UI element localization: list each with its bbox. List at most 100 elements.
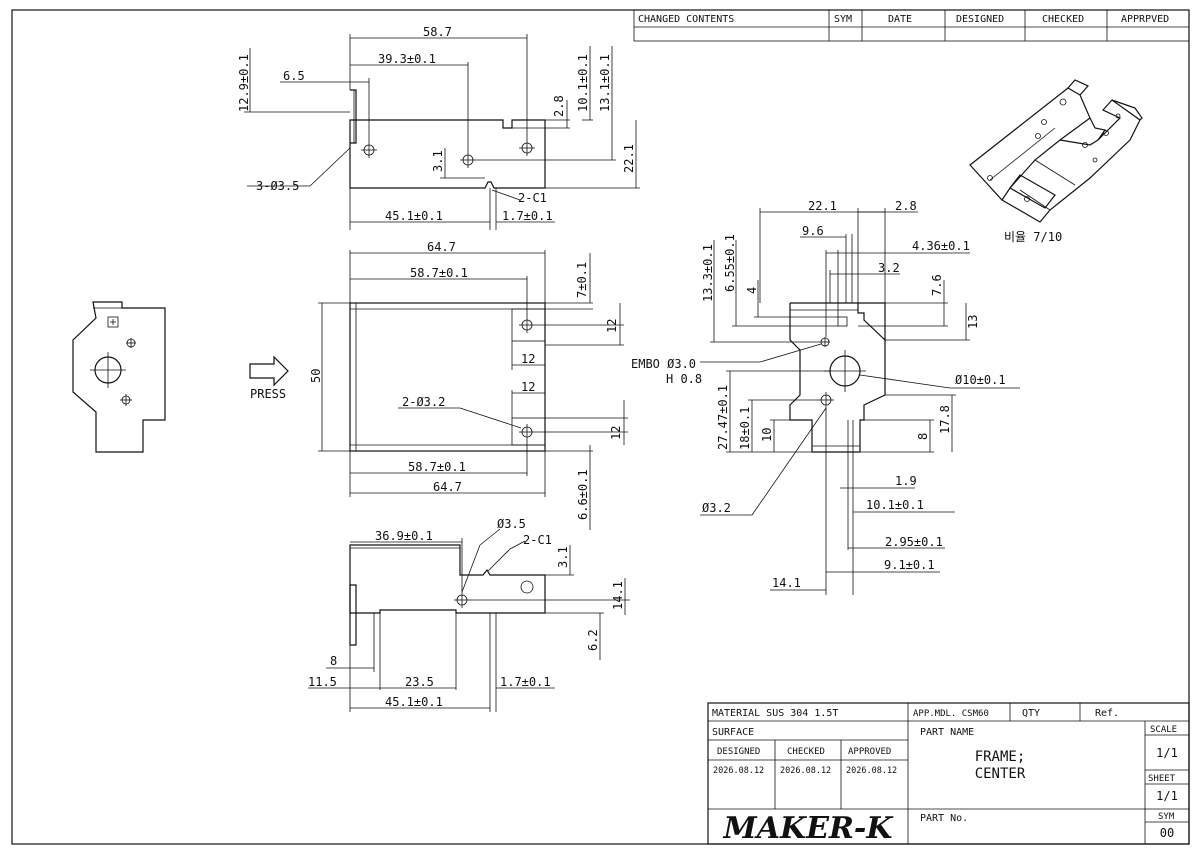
dim-1-7-top: 1.7±0.1 bbox=[502, 209, 553, 223]
dim-14-1-side: 14.1 bbox=[772, 576, 801, 590]
dim-6-2: 6.2 bbox=[586, 629, 600, 651]
tb-surface: SURFACE bbox=[712, 727, 754, 738]
dim-3-hole-3-5: 3-Ø3.5 bbox=[256, 179, 299, 193]
tb-material: MATERIAL SUS 304 1.5T bbox=[712, 708, 838, 719]
dim-12-b: 12 bbox=[521, 352, 535, 366]
tb-designed-date: 2026.08.12 bbox=[713, 766, 764, 776]
tb-part-name-1: FRAME; bbox=[975, 749, 1026, 765]
dim-hole-3-5: Ø3.5 bbox=[497, 517, 526, 531]
dim-22-1-side: 22.1 bbox=[808, 199, 837, 213]
dim-12-c: 12 bbox=[521, 380, 535, 394]
dim-hole-10: Ø10±0.1 bbox=[955, 373, 1006, 387]
dim-39-3: 39.3±0.1 bbox=[378, 52, 436, 66]
tb-qty: QTY bbox=[1022, 708, 1040, 719]
tb-part-name-label: PART NAME bbox=[920, 727, 974, 738]
tb-part-name-2: CENTER bbox=[975, 766, 1026, 782]
tb-approved-date: 2026.08.12 bbox=[846, 766, 897, 776]
tb-app-mdl: APP.MDL. CSM60 bbox=[913, 709, 989, 719]
rev-header-contents: CHANGED CONTENTS bbox=[638, 14, 734, 25]
dim-11-5: 11.5 bbox=[308, 675, 337, 689]
dim-13-1: 13.1±0.1 bbox=[598, 54, 612, 112]
dim-12-d: 12 bbox=[609, 426, 623, 440]
side-view bbox=[700, 208, 1020, 595]
tb-sheet-label: SHEET bbox=[1148, 774, 1176, 784]
dim-13-3: 13.3±0.1 bbox=[701, 244, 715, 302]
tb-designed-label: DESIGNED bbox=[717, 747, 760, 757]
dim-8-bottom: 8 bbox=[330, 654, 337, 668]
dim-58-7-mid-top: 58.7±0.1 bbox=[410, 266, 468, 280]
dim-embo-h: H 0.8 bbox=[666, 372, 702, 386]
dim-22-1-top: 22.1 bbox=[622, 144, 636, 173]
dim-2-hole-3-2: 2-Ø3.2 bbox=[402, 395, 445, 409]
dim-64-7-mid-top: 64.7 bbox=[427, 240, 456, 254]
dim-10-1-side: 10.1±0.1 bbox=[866, 498, 924, 512]
rev-header-date: DATE bbox=[888, 14, 912, 25]
bottom-view bbox=[308, 528, 630, 712]
dim-3-1-bottom: 3.1 bbox=[556, 546, 570, 568]
dim-64-7-mid-bottom: 64.7 bbox=[433, 480, 462, 494]
dim-10-1: 10.1±0.1 bbox=[576, 54, 590, 112]
dim-2-c1-top: 2-C1 bbox=[518, 191, 547, 205]
dim-17-8: 17.8 bbox=[938, 405, 952, 434]
tb-sheet-value: 1/1 bbox=[1156, 789, 1178, 803]
dim-8-side: 8 bbox=[916, 433, 930, 440]
scale-note: 비율 7/10 bbox=[1004, 230, 1062, 244]
sheet-border bbox=[11, 9, 1190, 845]
tb-part-no-label: PART No. bbox=[920, 813, 968, 824]
dim-6-6: 6.6±0.1 bbox=[576, 469, 590, 520]
press-label: PRESS bbox=[250, 387, 286, 401]
tb-checked-label: CHECKED bbox=[787, 747, 825, 757]
tb-approved-label: APPROVED bbox=[848, 747, 891, 757]
dim-50: 50 bbox=[309, 369, 323, 383]
tb-sym-label: SYM bbox=[1158, 812, 1175, 822]
dim-10-side: 10 bbox=[760, 428, 774, 442]
dim-6-55: 6.55±0.1 bbox=[723, 234, 737, 292]
tb-checked-date: 2026.08.12 bbox=[780, 766, 831, 776]
press-arrow-icon bbox=[249, 355, 289, 387]
tb-scale-value: 1/1 bbox=[1156, 746, 1178, 760]
tb-sym-value: 00 bbox=[1160, 826, 1174, 840]
dim-2-c1-bottom: 2-C1 bbox=[523, 533, 552, 547]
tb-ref: Ref. bbox=[1095, 708, 1119, 719]
rev-header-sym: SYM bbox=[834, 14, 852, 25]
top-view bbox=[244, 34, 640, 230]
dim-9-6: 9.6 bbox=[802, 224, 824, 238]
dim-58-7-mid-bottom: 58.7±0.1 bbox=[408, 460, 466, 474]
dim-14-1-bottom: 14.1 bbox=[611, 581, 625, 610]
dim-1-9: 1.9 bbox=[895, 474, 917, 488]
dim-12-a: 12 bbox=[605, 319, 619, 333]
maker-logo: MAKER-K bbox=[723, 811, 895, 846]
dim-2-8-side: 2.8 bbox=[895, 199, 917, 213]
dim-12-9: 12.9±0.1 bbox=[237, 54, 251, 112]
dim-45-1-top: 45.1±0.1 bbox=[385, 209, 443, 223]
dim-2-8: 2.8 bbox=[552, 95, 566, 117]
dim-36-9: 36.9±0.1 bbox=[375, 529, 433, 543]
rev-header-designed: DESIGNED bbox=[956, 14, 1004, 25]
isometric-view bbox=[969, 79, 1143, 223]
dim-3-1-top: 3.1 bbox=[431, 150, 445, 172]
dim-7-6: 7.6 bbox=[930, 274, 944, 296]
dim-embo-3: EMBO Ø3.0 bbox=[631, 357, 696, 371]
dim-1-7-bottom: 1.7±0.1 bbox=[500, 675, 551, 689]
title-block bbox=[707, 702, 1190, 845]
dim-2-95: 2.95±0.1 bbox=[885, 535, 943, 549]
rev-header-approved: APPRPVED bbox=[1121, 14, 1169, 25]
dim-4: 4 bbox=[745, 287, 759, 294]
rev-header-checked: CHECKED bbox=[1042, 14, 1084, 25]
dim-6-5: 6.5 bbox=[283, 69, 305, 83]
middle-view bbox=[318, 250, 628, 530]
dim-7: 7±0.1 bbox=[575, 262, 589, 298]
dim-18: 18±0.1 bbox=[738, 407, 752, 450]
dim-45-1-bottom: 45.1±0.1 bbox=[385, 695, 443, 709]
tb-scale-label: SCALE bbox=[1150, 725, 1177, 735]
dim-58-7-top: 58.7 bbox=[423, 25, 452, 39]
dim-4-36: 4.36±0.1 bbox=[912, 239, 970, 253]
revision-table: CHANGED CONTENTS SYM DATE DESIGNED CHECK… bbox=[633, 9, 1190, 42]
dim-13-side: 13 bbox=[966, 315, 980, 329]
dim-3-2-side: 3.2 bbox=[878, 261, 900, 275]
dim-27-47: 27.47±0.1 bbox=[716, 385, 730, 450]
dim-9-1: 9.1±0.1 bbox=[884, 558, 935, 572]
part-outline-sketch bbox=[72, 301, 166, 453]
dim-23-5: 23.5 bbox=[405, 675, 434, 689]
